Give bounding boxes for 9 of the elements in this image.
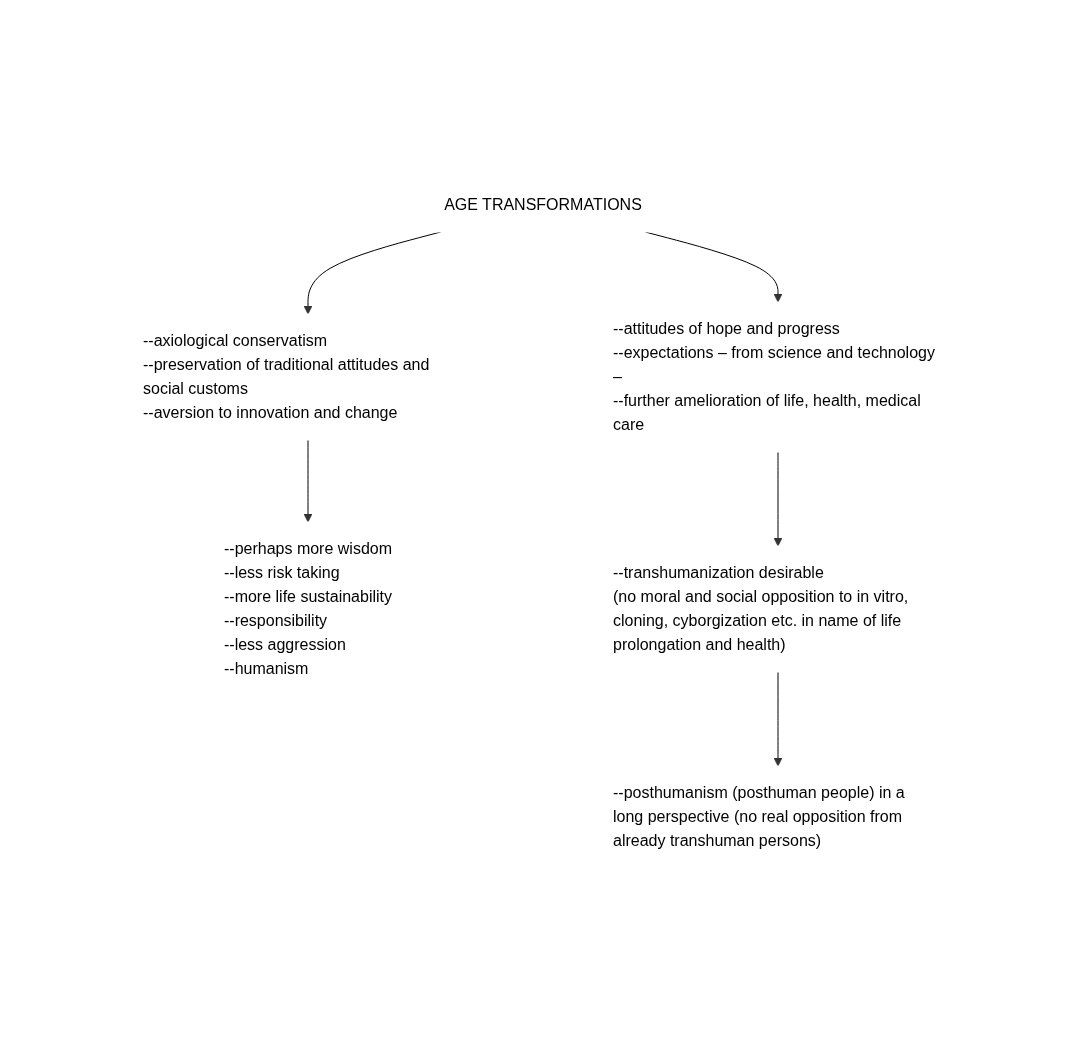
arrow <box>773 671 782 766</box>
arrow <box>303 439 312 522</box>
arrow <box>773 451 782 546</box>
node-text: AGE TRANSFORMATIONS <box>443 195 642 213</box>
node-text: --posthumanism (posthuman people) in a long perspective (no real opposition from already transhuman persons) <box>612 783 905 849</box>
node-text: --transhumanization desirable (no moral and social opposition to in vitro, cloning, cyborgization etc. in name of life prolongation and health) <box>612 563 908 653</box>
node-text: --axiological conservatism --preservation of traditional attitudes and social customs --aversion to innovation and change <box>142 331 429 421</box>
node-text: --attitudes of hope and progress --expectations – from science and technology – --further amelioration of life, health, medical care <box>612 319 935 433</box>
node-text: --perhaps more wisdom --less risk taking --more life sustainability --responsibility --less aggression --humanism <box>223 539 392 677</box>
